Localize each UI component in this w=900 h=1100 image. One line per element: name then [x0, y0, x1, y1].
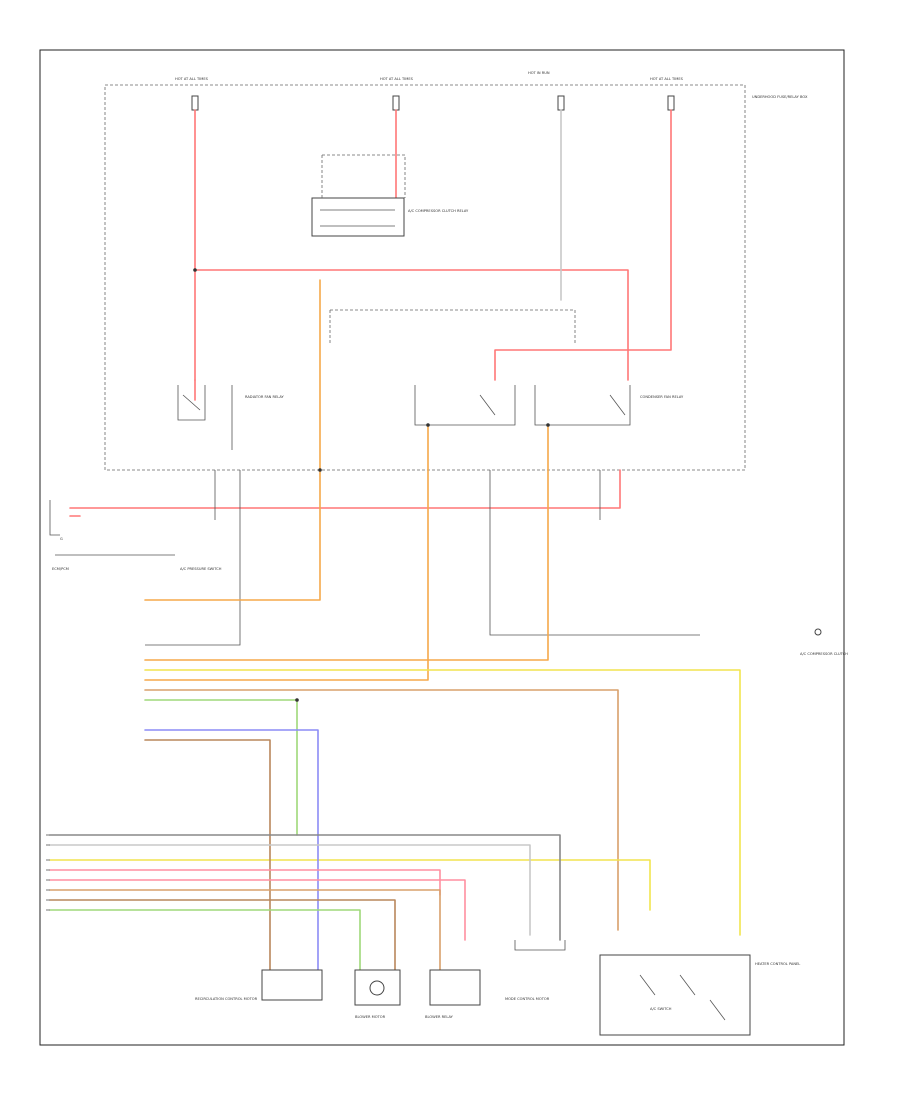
radiator-fan-relay: RADIATOR FAN RELAY [177, 385, 285, 450]
fuse-1 [191, 95, 199, 111]
condenser-fan-relay-a [414, 385, 516, 426]
blower-motor-label: BLOWER MOTOR [355, 1015, 386, 1019]
yellow-wires [49, 669, 741, 936]
ac-clutch-relay-label: A/C COMPRESSOR CLUTCH RELAY [408, 209, 469, 213]
feed-label-2: HOT AT ALL TIMES [380, 77, 414, 81]
mode-control-motor: MODE CONTROL MOTOR [505, 940, 566, 1001]
relay-linkage-middle [330, 309, 576, 345]
feed-label-1: HOT AT ALL TIMES [175, 77, 209, 81]
ecm-pcm-connector: ECM/PCM A/C PRESSURE SWITCH G [49, 500, 222, 571]
heater-control-panel-label: HEATER CONTROL PANEL [755, 962, 800, 966]
ac-compressor-clutch-relay: A/C COMPRESSOR CLUTCH RELAY [311, 154, 469, 237]
recirc-control-motor: RECIRCULATION CONTROL MOTOR [195, 969, 323, 1001]
heater-control-panel: A/C SWITCH HEATER CONTROL PANEL [599, 954, 800, 1036]
ground-label: G [60, 537, 63, 541]
harness-wires [49, 699, 561, 976]
blower-relay: BLOWER RELAY [425, 969, 481, 1019]
ac-pressure-switch-label: A/C PRESSURE SWITCH [180, 567, 222, 571]
fuse-2 [392, 95, 400, 111]
blower-motor: BLOWER MOTOR [354, 969, 401, 1019]
underhood-fuse-relay-box-outline [104, 84, 746, 471]
top-fuses [191, 95, 675, 111]
orange-wires [144, 279, 619, 931]
top-power-labels: HOT AT ALL TIMES HOT AT ALL TIMES HOT IN… [175, 71, 808, 99]
left-harness-pins [46, 834, 50, 911]
ac-compressor-clutch-label: A/C COMPRESSOR CLUTCH [800, 652, 848, 656]
mode-control-motor-label: MODE CONTROL MOTOR [505, 997, 550, 1001]
feed-label-4: HOT AT ALL TIMES [650, 77, 684, 81]
condenser-fan-relay-label: CONDENSER FAN RELAY [640, 395, 684, 399]
ac-compressor-clutch: A/C COMPRESSOR CLUTCH [800, 628, 848, 656]
red-power-wires [69, 109, 672, 517]
diagram-frame [39, 49, 845, 1046]
radiator-fan-relay-label: RADIATOR FAN RELAY [245, 395, 285, 399]
fuse-box-connectors [145, 470, 700, 646]
condenser-fan-relay-b: CONDENSER FAN RELAY [534, 385, 684, 426]
ecm-pcm-label: ECM/PCM [52, 567, 69, 571]
ac-switch-label: A/C SWITCH [650, 1007, 672, 1011]
fuse-4 [667, 95, 675, 111]
feed-label-3: HOT IN RUN [528, 71, 550, 75]
fuse-box-label: UNDERHOOD FUSE/RELAY BOX [752, 95, 808, 99]
blower-relay-label: BLOWER RELAY [425, 1015, 454, 1019]
recirc-motor-label: RECIRCULATION CONTROL MOTOR [195, 997, 258, 1001]
fuse-3 [557, 95, 565, 111]
junction-dots [193, 268, 550, 702]
